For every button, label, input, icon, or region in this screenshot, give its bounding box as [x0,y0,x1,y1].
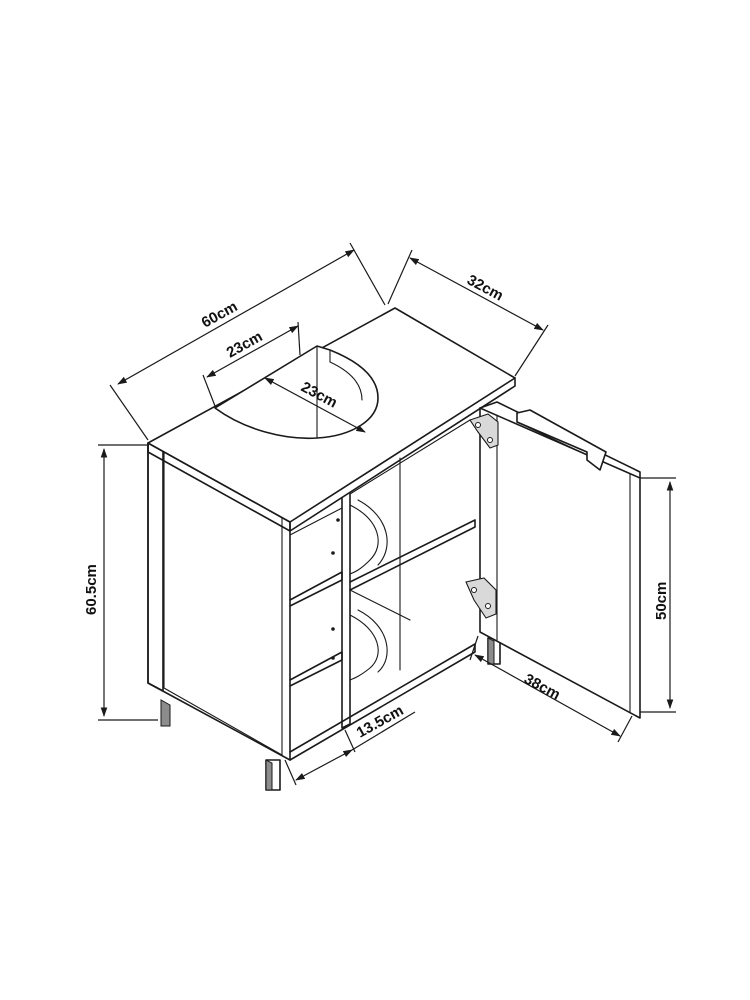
door-width-label: 38cm [521,671,563,704]
hinge-bottom-icon [465,577,497,619]
door-height-label: 50cm [653,582,670,620]
cabinet-door [465,401,641,719]
dimension-lines [98,242,676,786]
height-label: 60.5cm [83,564,100,615]
depth-label: 32cm [464,272,506,305]
hinge-top-icon [469,413,499,449]
leg-left [160,699,171,727]
cabinet-body [147,307,516,791]
